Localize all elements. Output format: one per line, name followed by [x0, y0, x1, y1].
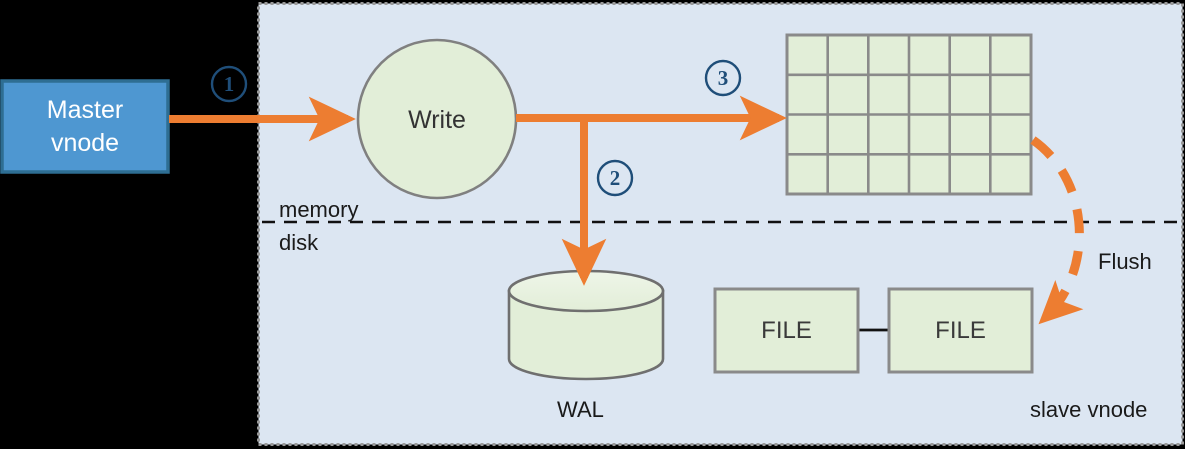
flush-arrow: [1030, 136, 1084, 325]
disk-tier-label: disk: [279, 230, 319, 255]
step-1-circle: [210, 65, 248, 103]
file-box-2[interactable]: [887, 287, 1034, 374]
step-2-number: 2: [609, 165, 621, 190]
file-box-1[interactable]: [713, 287, 860, 374]
flush-label: Flush: [1098, 249, 1152, 274]
write-node-circle[interactable]: [356, 38, 518, 200]
memtable-grid-lines: [787, 35, 1031, 194]
slave-vnode-label: slave vnode: [1030, 397, 1148, 422]
step-3-circle: [704, 59, 742, 97]
memtable-grid[interactable]: [785, 33, 1033, 196]
step-1-number: 1: [223, 71, 235, 96]
step-3-number: 3: [717, 65, 729, 90]
memory-tier-label: memory: [279, 197, 359, 222]
step-2-circle: [596, 159, 634, 197]
master-vnode-box[interactable]: [0, 79, 170, 174]
wal-cylinder[interactable]: [507, 269, 665, 381]
wal-cylinder-body: [507, 289, 665, 381]
wal-label: WAL: [557, 397, 604, 422]
